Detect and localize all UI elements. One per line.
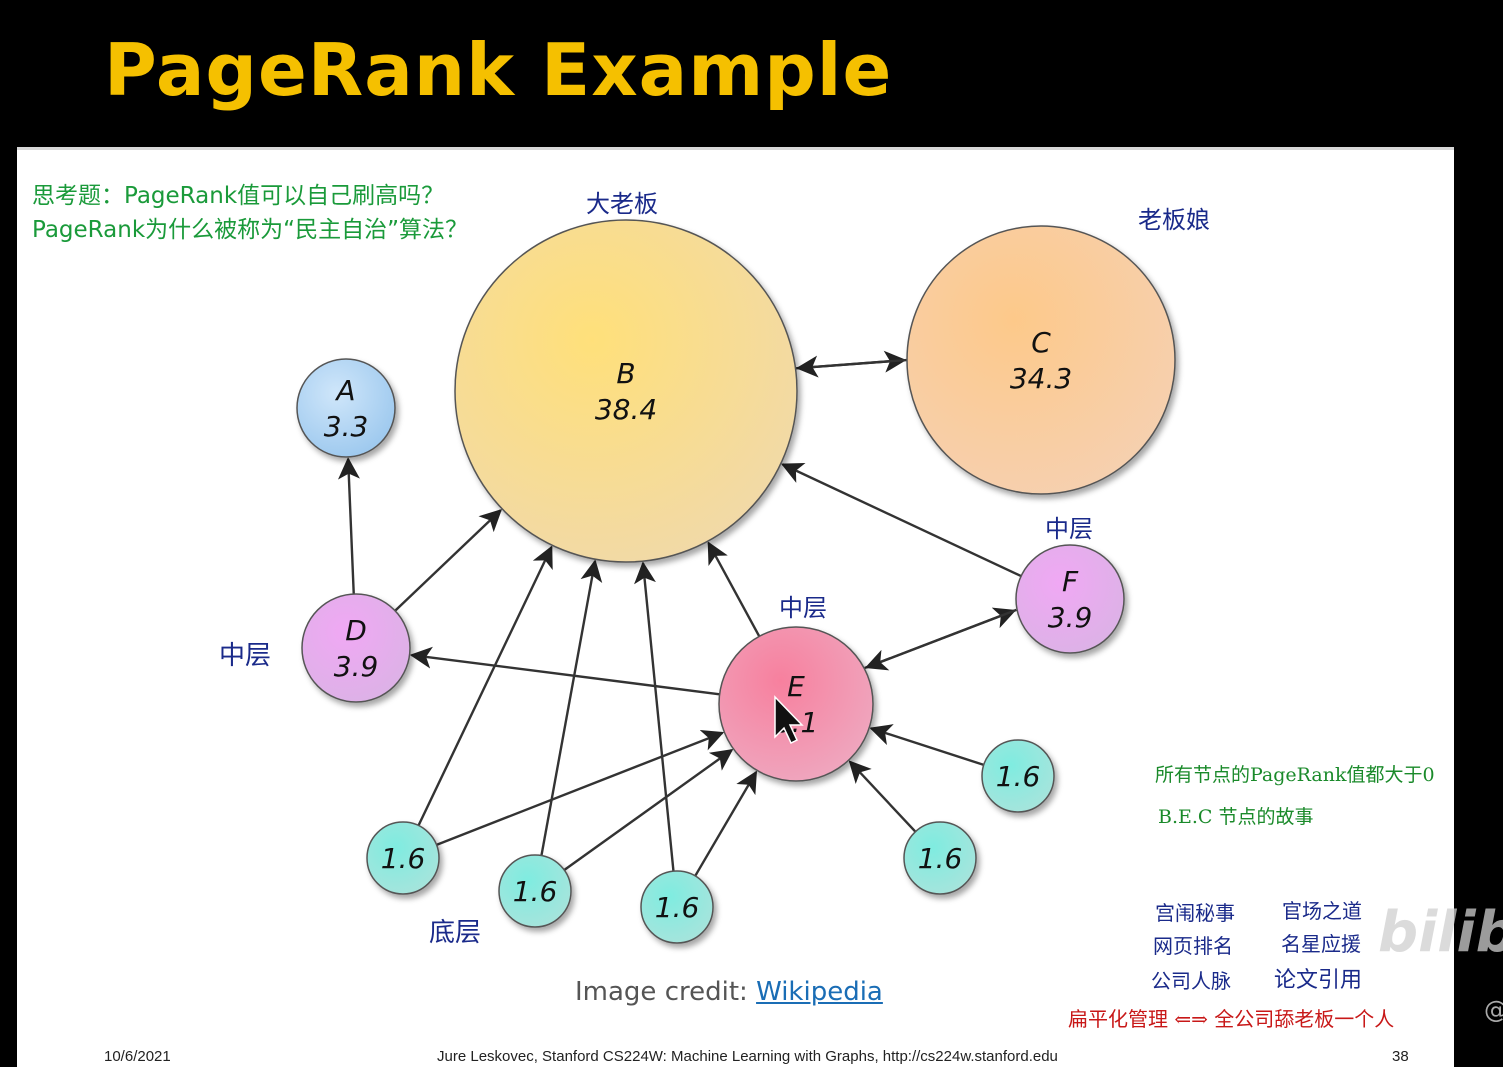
node-L5-value: 1.6 (918, 842, 963, 875)
node-L3: 1.6 (640, 870, 714, 944)
node-A-label: A (334, 374, 355, 407)
edge-F-to-B (781, 462, 1022, 578)
node-L4-value: 1.6 (996, 760, 1041, 793)
edge-L2-to-E (563, 748, 734, 872)
node-B: B38.4 (454, 219, 798, 563)
node-B-value: 38.4 (595, 393, 657, 426)
wikipedia-link[interactable]: Wikipedia (756, 977, 883, 1007)
example-4: 名星应援 (1281, 932, 1361, 956)
edge-L4-to-E (869, 724, 985, 767)
node-F-circle (1015, 544, 1125, 654)
node-E-label: E (787, 670, 805, 703)
edge-L5-to-E (848, 760, 917, 833)
edge-E-to-D (409, 646, 720, 696)
edge-L3-to-E (694, 770, 758, 877)
edge-L1-to-E (436, 729, 725, 846)
edge-L2-to-B (540, 559, 603, 856)
annotation-middle-e: 中层 (779, 594, 827, 622)
node-L5-circle (903, 821, 977, 895)
edge-D-to-A (337, 457, 360, 595)
annotation-middle-d: 中层 (219, 641, 271, 671)
node-L5: 1.6 (903, 821, 977, 895)
watermark-at: @ (1484, 996, 1503, 1024)
node-E: E8.1 (718, 626, 874, 782)
node-B-circle (454, 219, 798, 563)
example-5: 公司人脉 (1151, 969, 1231, 993)
node-L2-value: 1.6 (513, 875, 558, 908)
node-F-label: F (1062, 565, 1079, 598)
node-L3-value: 1.6 (655, 891, 700, 924)
footer-page-number: 38 (1392, 1048, 1409, 1065)
node-A-circle (296, 358, 396, 458)
node-L1-circle (366, 821, 440, 895)
annotation-big-boss: 大老板 (586, 190, 658, 218)
image-credit: Image credit: Wikipedia (575, 977, 883, 1007)
node-L1: 1.6 (366, 821, 440, 895)
node-F-value: 3.9 (1048, 601, 1093, 634)
edge-E-to-B (707, 541, 761, 637)
node-E-circle (718, 626, 874, 782)
edge-layer (337, 350, 1022, 877)
edge-F-to-E (864, 608, 1017, 671)
node-L1-value: 1.6 (381, 842, 426, 875)
node-C-value: 34.3 (1010, 362, 1072, 395)
node-F: F3.9 (1015, 544, 1125, 654)
bilibili-watermark: bilibili (1378, 900, 1503, 965)
slide-top-border (17, 147, 1454, 151)
note-bec-story: B.E.C 节点的故事 (1158, 806, 1314, 828)
annotation-bottom: 底层 (429, 918, 481, 948)
node-layer: A3.3B38.4C34.3D3.9E8.1F3.91.61.61.61.61.… (296, 219, 1176, 944)
edge-C-to-B (795, 355, 907, 378)
node-L4-circle (981, 739, 1055, 813)
example-1: 宫闱秘事 (1155, 901, 1235, 925)
node-A-value: 3.3 (324, 410, 369, 443)
node-A: A3.3 (296, 358, 396, 458)
node-B-label: B (616, 357, 635, 390)
edge-L1-to-B (417, 545, 553, 827)
node-L4: 1.6 (981, 739, 1055, 813)
edge-L3-to-B (634, 561, 675, 872)
footer-date: 10/6/2021 (104, 1048, 171, 1065)
annotation-middle-f: 中层 (1045, 515, 1093, 543)
image-credit-prefix: Image credit: (575, 977, 757, 1007)
footer-credit: Jure Leskovec, Stanford CS224W: Machine … (437, 1048, 1058, 1065)
node-L2: 1.6 (498, 854, 572, 928)
question-line-2: PageRank为什么被称为“民主自治”算法？ (32, 217, 468, 243)
note-all-positive: 所有节点的PageRank值都大于0 (1155, 764, 1435, 786)
note-flat-management: 扁平化管理 ⇐⇒ 全公司舔老板一个人 (1068, 1007, 1395, 1031)
example-3: 网页排名 (1153, 934, 1233, 958)
node-D-circle (301, 593, 411, 703)
node-D: D3.9 (301, 593, 411, 703)
mouse-cursor-icon (774, 695, 804, 745)
example-2: 官场之道 (1282, 899, 1362, 923)
question-line-1: 思考题：PageRank值可以自己刷高吗？ (32, 183, 445, 209)
node-C-label: C (1031, 326, 1051, 359)
node-D-label: D (345, 614, 367, 647)
example-6: 论文引用 (1274, 968, 1363, 993)
annotation-boss-wife: 老板娘 (1138, 206, 1210, 234)
slide-title: PageRank Example (104, 28, 893, 112)
edge-D-to-B (394, 509, 503, 612)
node-C-circle (906, 225, 1176, 495)
node-C: C34.3 (906, 225, 1176, 495)
node-D-value: 3.9 (334, 650, 379, 683)
node-L3-circle (640, 870, 714, 944)
node-L2-circle (498, 854, 572, 928)
